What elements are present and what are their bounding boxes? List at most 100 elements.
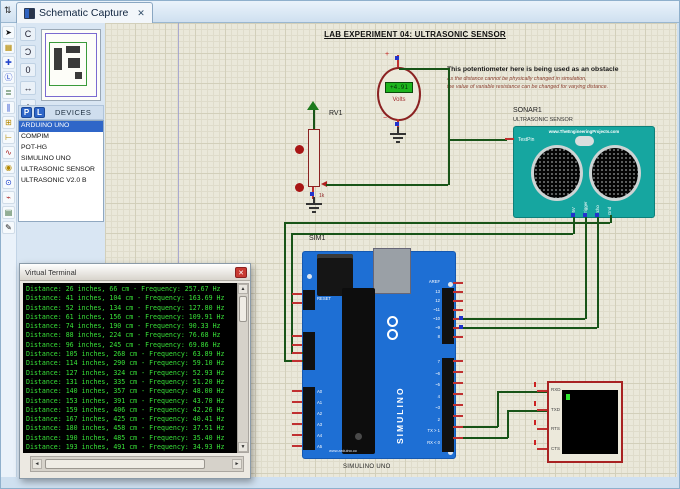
arduino-ref: SIM1 [309,235,326,242]
power-header [303,332,315,370]
terminal-line: Distance: 74 inches, 190 cm - Frequency:… [26,322,221,331]
overview-sheet-outline [45,33,97,97]
annotation-line-1: This potentiometer here is being used as… [447,66,619,73]
terminal-horizontal-scrollbar[interactable]: ◄ ► [30,456,244,472]
schematic-overview[interactable] [41,29,101,101]
probe-icon[interactable]: ⌁ [2,191,15,204]
subcircuit-icon[interactable]: ⊞ [2,116,15,129]
wire-label-icon[interactable]: Ⓛ [2,71,15,84]
device-list-item[interactable]: COMPIM [21,133,49,140]
tab-schematic-capture[interactable]: Schematic Capture ✕ [16,2,153,23]
virtual-terminal-window[interactable]: Virtual Terminal ✕ Distance: 26 inches, … [19,263,251,479]
graphics-pencil-icon[interactable]: ✎ [2,221,15,234]
sonar-receiver [589,145,641,201]
terminal-vertical-scrollbar[interactable]: ▲ ▼ [237,283,249,453]
tab-scroll-arrows-icon[interactable]: ⇅ [4,5,12,15]
tape-recorder-icon[interactable]: ◉ [2,161,15,174]
device-list-item[interactable]: SIMULINO UNO [21,155,71,162]
pin-stub [537,409,547,411]
wire [573,215,575,234]
virtual-terminal-output[interactable]: Distance: 26 inches, 66 cm - Frequency: … [23,283,237,453]
wire [463,426,498,428]
potentiometer-body[interactable] [308,129,320,187]
component-mode-icon[interactable]: ▦ [2,41,15,54]
text-script-icon[interactable]: ≣ [2,86,15,99]
scroll-right-icon[interactable]: ► [232,459,242,469]
serial-pin-label: CTS [551,445,560,451]
digital-pin-label: RX < 0 [427,439,440,445]
orientation-toolbar: CƆ0↔↕ [18,27,38,113]
digital-pin-label: ~11 [433,307,440,312]
tab-close-icon[interactable]: ✕ [137,7,145,18]
voltmeter-minus-mark: − [383,115,388,122]
overview-thumbnail [54,48,62,70]
buses-icon[interactable]: ∥ [2,101,15,114]
instrument-icon[interactable]: ▤ [2,206,15,219]
library-manager-button[interactable]: L [34,107,45,118]
rotate-clockwise-button[interactable]: C [20,27,36,41]
digital-pin-label: TX > 1 [427,428,440,433]
scroll-down-icon[interactable]: ▼ [238,442,248,452]
scroll-up-icon[interactable]: ▲ [238,284,248,294]
pot-decrease-button[interactable] [295,183,304,192]
device-list-item[interactable]: ARDUINO UNO [19,121,103,132]
virtual-terminal-titlebar[interactable]: Virtual Terminal [20,264,250,281]
pin-stub [292,412,302,414]
digital-pin-label: 4 [437,393,440,399]
terminal-line: Distance: 153 inches, 391 cm - Frequency… [26,396,225,405]
terminal-line: Distance: 167 inches, 425 cm - Frequency… [26,415,225,424]
wire [610,215,612,223]
wire [313,110,315,129]
overview-thumbnail [66,46,80,53]
device-list-item[interactable]: ULTRASONIC V2.0 B [21,177,87,184]
generator-icon[interactable]: ⊙ [2,176,15,189]
connection-pin [571,213,575,217]
rotate-anticlockwise-button[interactable]: Ɔ [20,45,36,59]
hscroll-thumb[interactable] [45,459,205,469]
scroll-left-icon[interactable]: ◄ [32,459,42,469]
device-pin-icon[interactable]: ⊢ [2,131,15,144]
ground-symbol [397,127,399,133]
overview-thumbnail [75,72,82,79]
graph-mode-icon[interactable]: ∿ [2,146,15,159]
voltmeter-display: +4.91 [385,82,413,93]
rotate-angle-value[interactable]: 0 [20,63,36,77]
mount-hole [307,274,312,279]
serial-terminal-screen [562,390,618,454]
vscroll-thumb[interactable] [239,296,247,322]
mirror-horizontal-button[interactable]: ↔ [20,81,36,95]
terminal-line: Distance: 131 inches, 335 cm - Frequency… [26,377,225,386]
wire [497,391,547,393]
overview-thumbnail [68,58,80,68]
device-list-item[interactable]: POT-HG [21,144,48,151]
digital-pin-label: ~5 [435,382,440,387]
atmega-chip [342,288,375,454]
ground-symbol [393,137,403,139]
junction-dot-icon[interactable]: ✚ [2,56,15,69]
power-terminal-icon [307,101,319,110]
pin-stub [537,448,547,450]
digital-pin-label: 13 [435,289,440,294]
terminal-line: Distance: 159 inches, 406 cm - Frequency… [26,405,225,414]
wire [448,139,507,141]
sonar-pin-label: +5V [571,207,576,215]
ultrasonic-sensor[interactable]: www.TheEngineeringProjects.com TestPin +… [514,127,654,217]
digital-pin-label: 8 [437,334,440,339]
device-list-item[interactable]: ULTRASONIC SENSOR [21,166,95,173]
pot-increase-button[interactable] [295,145,304,154]
selection-mode-icon[interactable]: ➤ [2,26,15,39]
pick-device-button[interactable]: P [21,107,32,118]
unconnected-pin-mark [534,420,536,425]
digital-header-top [442,288,454,344]
unconnected-pin-mark [534,382,536,387]
pin-stub [453,282,463,284]
connection-pin [583,213,587,217]
virtual-terminal-close-button[interactable]: ✕ [235,267,247,278]
serial-pin-label: RTS [551,426,560,431]
voltmeter[interactable]: +4.91 Volts [377,67,421,121]
tab-bar: ⇅ Schematic Capture ✕ [1,1,679,23]
terminal-line: Distance: 193 inches, 491 cm - Frequency… [26,443,225,452]
pin-stub [397,55,399,67]
